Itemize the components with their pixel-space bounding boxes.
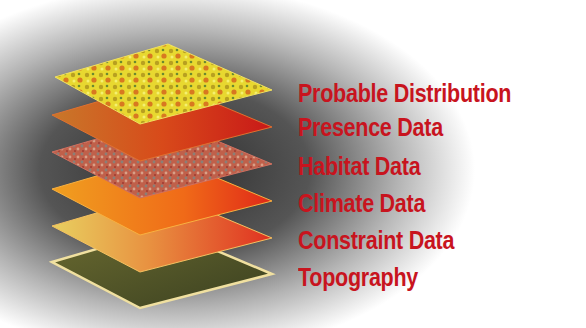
layer-label: Presence Data [298, 113, 443, 141]
layer-label: Topography [298, 263, 418, 291]
layer-label: Climate Data [298, 189, 425, 217]
layer-label: Probable Distribution [298, 79, 511, 107]
layer-label: Habitat Data [298, 152, 420, 180]
layer-label: Constraint Data [298, 226, 454, 254]
